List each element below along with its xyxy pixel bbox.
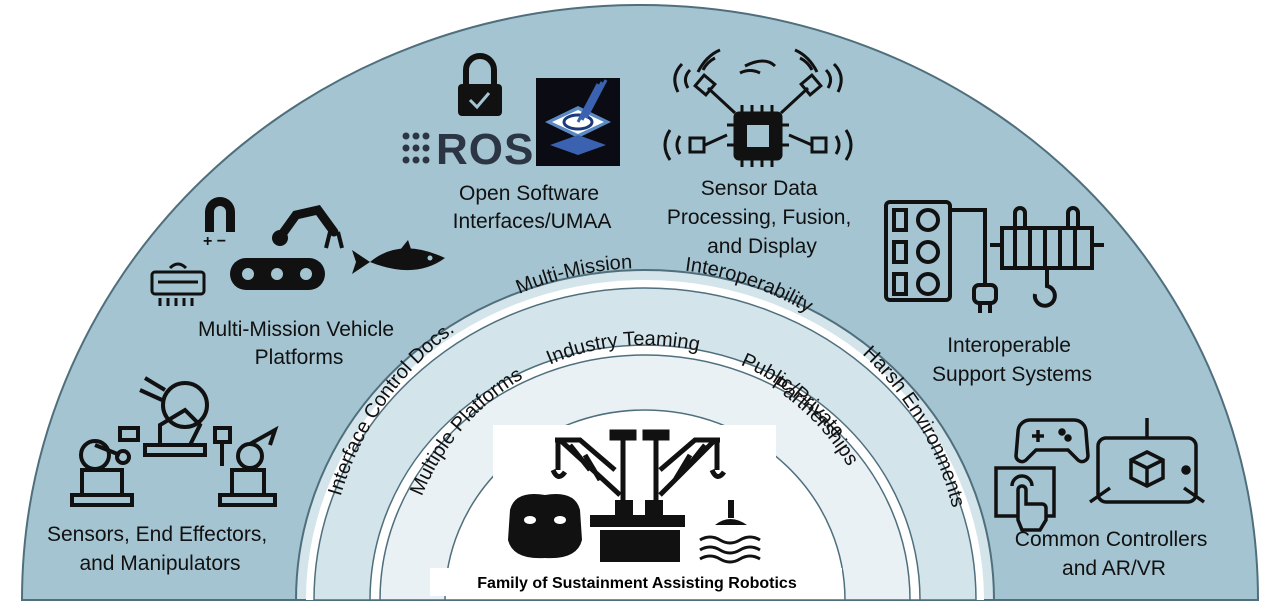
- robot-head-icon: [508, 494, 582, 559]
- submarine-icon: [699, 500, 761, 564]
- lock-icon: [458, 53, 502, 116]
- magnet-icon: + −: [203, 197, 235, 250]
- label-sensors: Sensors, End Effectors, and Manipulators: [47, 523, 273, 575]
- fish-robot-icon: [352, 240, 445, 274]
- label-support: Interoperable Support Systems: [932, 334, 1092, 386]
- label-controllers: Common Controllers and AR/VR: [1015, 528, 1213, 580]
- hoist-icon: [990, 206, 1104, 308]
- gamepad-icon: [1014, 418, 1090, 464]
- label-vehicles: Multi-Mission Vehicle Platforms: [198, 318, 400, 369]
- label-sensor-data: Sensor Data Processing, Fusion, and Disp…: [667, 177, 857, 258]
- conveyor-robot-arm-icon: [230, 204, 344, 290]
- ros-logo: ROS: [402, 125, 534, 174]
- barge-icon: [590, 500, 685, 562]
- svg-text:+ −: + −: [203, 233, 226, 250]
- vent-icon: [150, 262, 206, 306]
- sensor-chip-icon: [663, 48, 853, 167]
- svg-text:ROS: ROS: [436, 125, 534, 174]
- center-robotics-image: [493, 425, 776, 565]
- label-software: Open Software Interfaces/UMAA: [453, 182, 612, 233]
- power-strip-icon: [884, 200, 998, 313]
- robot-arm-icon: [70, 376, 279, 507]
- umaa-logo: [536, 78, 620, 166]
- touchscreen-icon: [994, 466, 1056, 532]
- vr-tablet-icon: [1088, 418, 1206, 504]
- center-title: Family of Sustainment Assisting Robotics: [477, 575, 797, 592]
- crane-icon: [550, 429, 727, 500]
